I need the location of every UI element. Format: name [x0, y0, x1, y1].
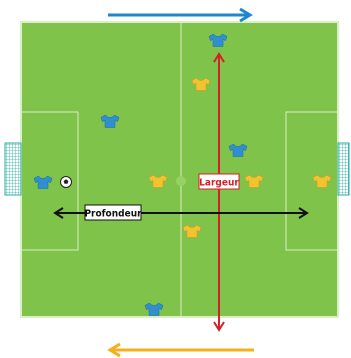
goal-icon [337, 142, 350, 196]
center-spot [176, 176, 186, 186]
width-label: Largeur [198, 173, 240, 190]
goal-icon [4, 142, 22, 196]
arrow-icon [213, 52, 225, 332]
svg-text:Profondeur: Profondeur [84, 209, 142, 220]
arrow-icon [107, 342, 254, 358]
depth-label: Profondeur [84, 204, 142, 221]
arrow-icon [108, 7, 253, 23]
svg-text:Largeur: Largeur [199, 178, 239, 189]
ball-icon [60, 176, 72, 188]
pitch [20, 21, 339, 318]
